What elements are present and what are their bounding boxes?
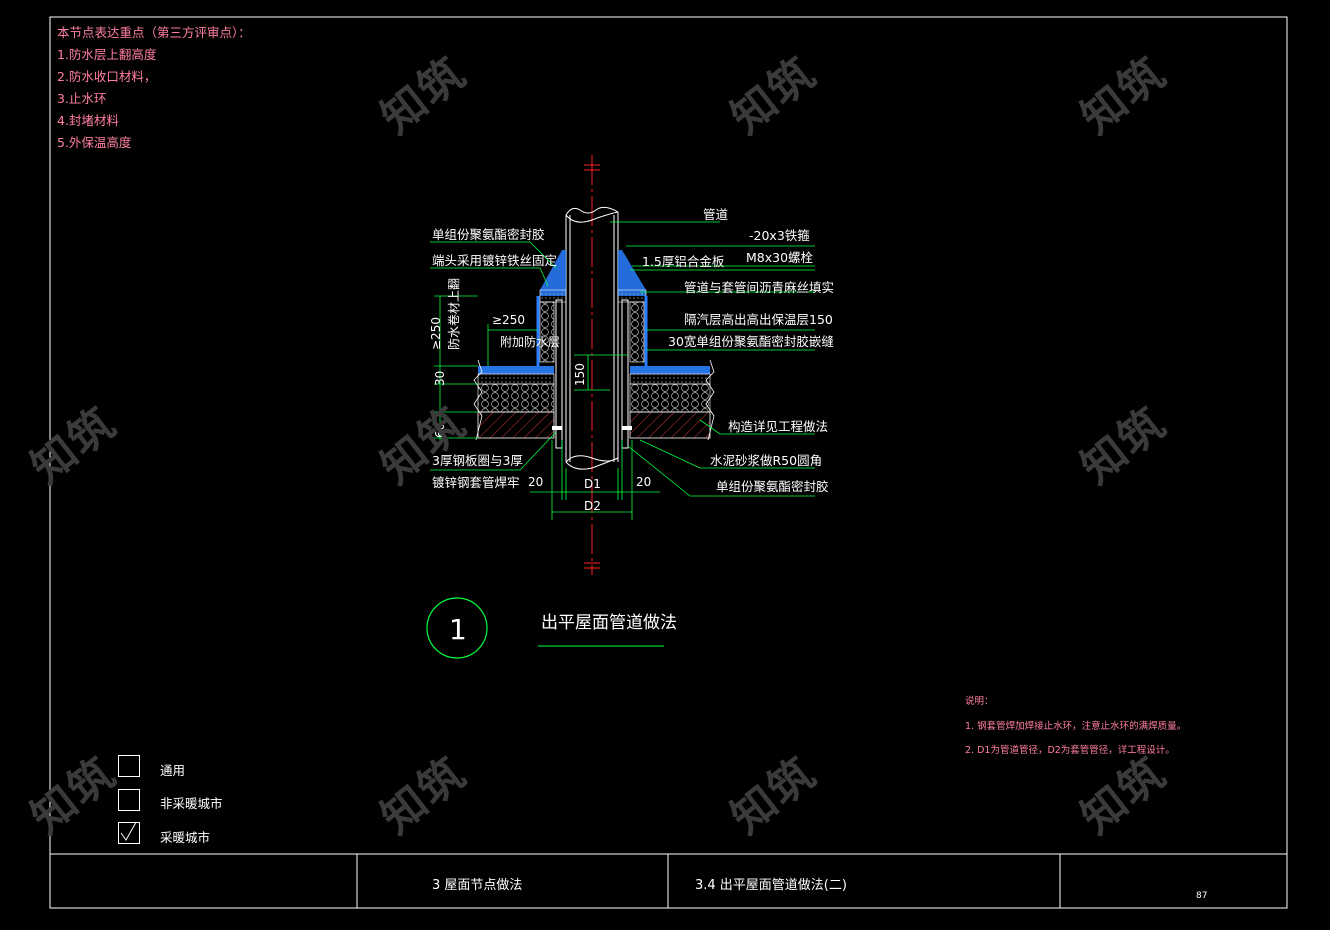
checkbox-heating-label: 采暖城市	[160, 830, 211, 845]
label-aluminum-plate: 1.5厚铝合金板	[642, 254, 725, 269]
label-joint-sealant: 30宽单组份聚氨酯密封胶嵌缝	[668, 334, 834, 349]
label-sealant-bottom: 单组份聚氨酯密封胶	[716, 479, 829, 494]
label-mortar-fillet: 水泥砂浆做R50圆角	[710, 453, 822, 468]
label-steel-ring-2: 镀锌钢套管焊牢	[432, 475, 520, 490]
label-steel-ring-1: 3厚钢板圈与3厚	[432, 453, 523, 468]
checkbox-non-heating[interactable]	[118, 789, 140, 811]
sleeve-left	[555, 299, 563, 449]
label-asphalt-hemp: 管道与套管间沥青麻丝填实	[684, 280, 834, 295]
dim-30: 30	[433, 371, 447, 386]
label-sealant-top: 单组份聚氨酯密封胶	[432, 227, 545, 242]
key-point-2: 2.防水收口材料，	[57, 69, 157, 84]
dim-ge250-vertical: ≥250	[429, 317, 443, 350]
checkbox-heating[interactable]	[118, 816, 140, 844]
key-point-4: 4.封堵材料	[57, 113, 119, 128]
label-vapor-barrier: 隔汽层高出高出保温层150	[684, 312, 833, 327]
dim-ge250-horizontal: ≥250	[492, 313, 525, 327]
key-point-1: 1.防水层上翻高度	[57, 47, 157, 62]
label-iron-hoop: -20x3铁箍	[749, 228, 810, 243]
dim-60: 60	[433, 423, 447, 438]
label-construction-ref: 构造详见工程做法	[728, 419, 828, 434]
label-bolt: M8x30螺栓	[746, 250, 814, 265]
title-block-section: 3 屋面节点做法	[432, 878, 523, 893]
checkbox-general[interactable]	[118, 755, 140, 777]
dim-D2: D2	[584, 499, 601, 513]
note-2: 2. D1为管道管径，D2为套管管径，详工程设计。	[965, 745, 1175, 756]
title-block-page: 87	[1196, 891, 1208, 901]
detail-bubble	[426, 597, 488, 659]
detail-number: 1	[449, 613, 467, 646]
label-wire-fix: 端头采用镀锌铁丝固定	[432, 253, 557, 268]
key-point-3: 3.止水环	[57, 91, 107, 106]
notes-heading: 说明：	[965, 696, 994, 707]
checkbox-non-heating-label: 非采暖城市	[160, 796, 223, 811]
checkbox-general-label: 通用	[160, 763, 186, 778]
detail-title: 出平屋面管道做法	[541, 613, 677, 633]
checkmark-icon	[120, 816, 140, 841]
key-point-5: 5.外保温高度	[57, 135, 132, 150]
dim-D1: D1	[584, 477, 601, 491]
dim-20-left: 20	[528, 475, 543, 489]
key-points-heading: 本节点表达重点（第三方评审点）：	[57, 25, 251, 40]
title-block-drawing-title: 3.4 出平屋面管道做法(二)	[695, 878, 847, 893]
pipe-detail: 单组份聚氨酯密封胶 端头采用镀锌铁丝固定 3厚钢板圈与3厚 镀锌钢套管焊牢 管道…	[429, 155, 834, 575]
sleeve-right	[621, 299, 629, 449]
label-additional-waterproof: 附加防水层	[500, 334, 560, 349]
dim-20-right: 20	[636, 475, 651, 489]
note-1: 1. 钢套管焊加焊接止水环，注意止水环的满焊质量。	[965, 721, 1187, 732]
dim-150: 150	[573, 363, 587, 386]
label-membrane-upturn: 防水卷材上翻	[446, 278, 461, 350]
label-pipe: 管道	[703, 207, 729, 222]
key-points: 本节点表达重点（第三方评审点）： 1.防水层上翻高度 2.防水收口材料， 3.止…	[57, 22, 251, 154]
